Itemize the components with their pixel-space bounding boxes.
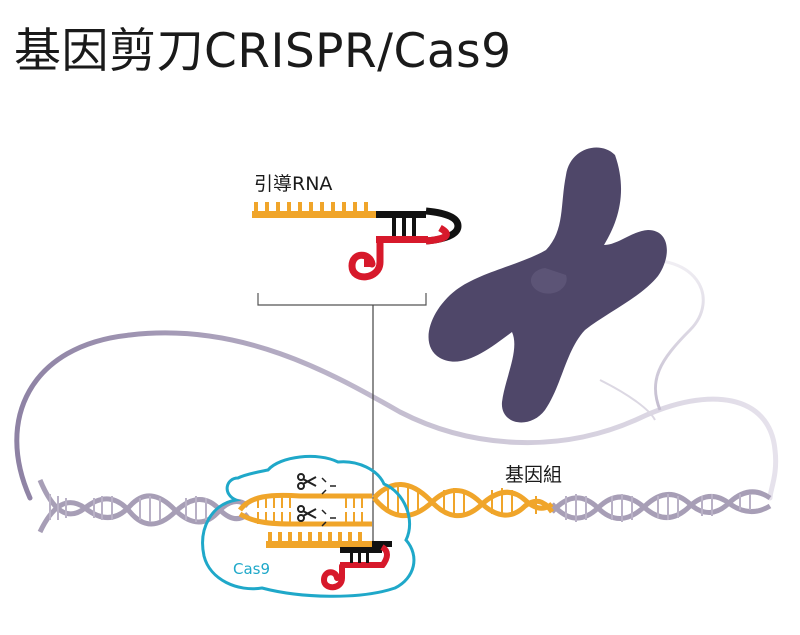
guide-rna-top: [252, 202, 462, 281]
guide-rna-bound: [266, 532, 392, 591]
scissors-icon: [297, 473, 317, 490]
dna-unwound-strands: [237, 492, 372, 527]
dna-rungs-right: [565, 494, 751, 522]
dna-helix-right: [550, 489, 772, 521]
guide-rna-bracket: [257, 293, 427, 306]
chromatin-loop: [14, 330, 779, 501]
chromosome: [428, 147, 667, 423]
cut-marks-bottom: [321, 509, 336, 527]
cas9-protein-outline: [201, 455, 416, 598]
dna-unwound-teeth: [257, 496, 363, 524]
cut-marks-top: [321, 477, 336, 495]
guide-rna-label: 引導RNA: [254, 173, 332, 195]
page-title: 基因剪刀CRISPR/Cas9: [14, 24, 512, 79]
guide-rna-teeth: [254, 202, 368, 212]
dna-rungs-left: [49, 494, 207, 522]
dna-helix-left: [37, 479, 250, 534]
cas9-label: Cas9: [233, 560, 270, 578]
dna-rungs-target: [387, 484, 537, 516]
genome-label: 基因組: [505, 464, 562, 486]
scissors-icon: [297, 505, 317, 522]
chromosome-strand: [619, 258, 705, 411]
chromosome-strand-2: [599, 379, 656, 421]
